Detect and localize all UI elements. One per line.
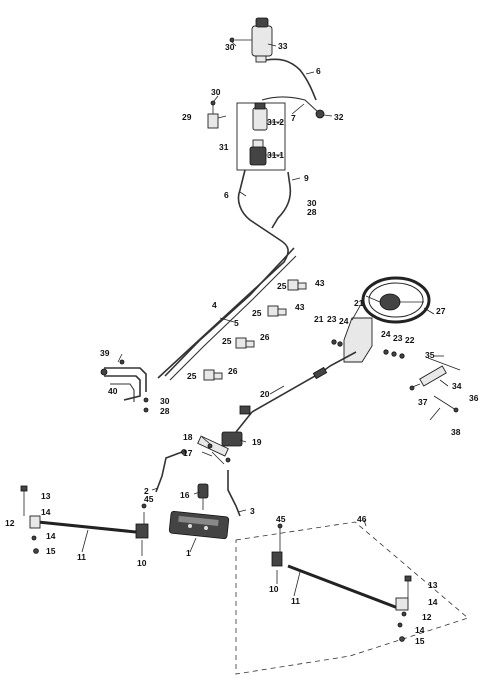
label-9: 9: [304, 173, 309, 183]
fitting-32: [315, 109, 333, 119]
filter-31-2: [252, 102, 268, 131]
pipe-3: [227, 470, 241, 517]
clamp-25-26-a: [235, 337, 255, 349]
bracket-29: [207, 100, 219, 129]
label-30: 30: [307, 198, 317, 208]
label-1: 1: [186, 548, 191, 558]
label-26: 26: [228, 366, 238, 376]
label-37: 37: [418, 397, 428, 407]
return-hose: [261, 96, 319, 113]
label-28: 28: [160, 406, 170, 416]
label-12: 12: [5, 518, 15, 528]
steering-wheel: [361, 276, 431, 324]
pipe-2: [155, 451, 183, 493]
label-21: 21: [354, 298, 364, 308]
intermediate-shaft-20: [251, 366, 328, 413]
leader-lines: [81, 41, 449, 597]
label-31-1: 31-1: [267, 150, 284, 160]
label-14: 14: [415, 625, 425, 635]
universal-joint-19: [221, 405, 253, 447]
label-33: 33: [278, 41, 288, 51]
label-32: 32: [334, 112, 344, 122]
label-24: 24: [339, 316, 349, 326]
label-28: 28: [307, 207, 317, 217]
label-17: 17: [183, 448, 193, 458]
label-29: 29: [182, 112, 192, 122]
label-25: 25: [277, 281, 287, 291]
label-39: 39: [100, 348, 110, 358]
label-7: 7: [291, 113, 296, 123]
label-20: 20: [260, 389, 270, 399]
label-15: 15: [46, 546, 56, 556]
label-23: 23: [327, 314, 337, 324]
label-26: 26: [260, 332, 270, 342]
label-14: 14: [41, 507, 51, 517]
label-13: 13: [41, 491, 51, 501]
label-43: 43: [315, 278, 325, 288]
label-38: 38: [451, 427, 461, 437]
label-31: 31: [219, 142, 229, 152]
steering-gear-1: [168, 510, 230, 540]
label-30: 30: [160, 396, 170, 406]
label-15: 15: [415, 636, 425, 646]
label-6: 6: [224, 190, 229, 200]
label-43: 43: [295, 302, 305, 312]
fitting-16: [197, 483, 209, 510]
label-22: 22: [405, 335, 415, 345]
label-46: 46: [357, 514, 367, 524]
label-27: 27: [436, 306, 446, 316]
label-16: 16: [180, 490, 190, 500]
clamp-25-43-lower: [267, 305, 287, 317]
label-14: 14: [46, 531, 56, 541]
label-4: 4: [212, 300, 217, 310]
label-34: 34: [452, 381, 462, 391]
label-40: 40: [108, 386, 118, 396]
label-19: 19: [252, 437, 262, 447]
label-30: 30: [211, 87, 221, 97]
steering-column: [321, 305, 405, 373]
label-13: 13: [428, 580, 438, 590]
kit-46-box: [235, 521, 469, 675]
label-11: 11: [291, 596, 300, 606]
label-45: 45: [144, 494, 154, 504]
label-25: 25: [222, 336, 232, 346]
label-12: 12: [422, 612, 432, 622]
label-14: 14: [428, 597, 438, 607]
label-3: 3: [250, 506, 255, 516]
pressure-line-5: [164, 247, 295, 377]
label-30: 30: [225, 42, 235, 52]
reservoir-hose: [265, 58, 317, 101]
cylinder-assembly: [409, 357, 461, 421]
label-25: 25: [252, 308, 262, 318]
label-6: 6: [316, 66, 321, 76]
tie-rod-right: [271, 523, 412, 642]
label-25: 25: [187, 371, 197, 381]
label-24: 24: [381, 329, 391, 339]
label-2: 2: [144, 486, 149, 496]
pressure-line-4: [157, 169, 289, 379]
pipe-9: [271, 171, 292, 229]
label-18: 18: [183, 432, 193, 442]
label-23: 23: [393, 333, 403, 343]
label-35: 35: [425, 350, 435, 360]
label-11: 11: [77, 552, 86, 562]
clamp-25-26-b: [203, 369, 223, 381]
label-10: 10: [137, 558, 147, 568]
filter-31-1: [249, 139, 267, 166]
clamp-25-43-upper: [287, 279, 307, 291]
label-10: 10: [269, 584, 279, 594]
pressure-line-5b: [169, 255, 297, 381]
part-labels: 30 33 6 7 32 30 29 31-2 31 31-1 9 6 30 2…: [5, 41, 479, 646]
label-21: 21: [314, 314, 324, 324]
label-31-2: 31-2: [267, 117, 284, 127]
label-45: 45: [276, 514, 286, 524]
label-36: 36: [469, 393, 479, 403]
reservoir-part: [229, 17, 273, 63]
bracket-39-40: [100, 359, 149, 413]
tie-rod-left: [20, 485, 149, 556]
label-5: 5: [234, 318, 239, 328]
